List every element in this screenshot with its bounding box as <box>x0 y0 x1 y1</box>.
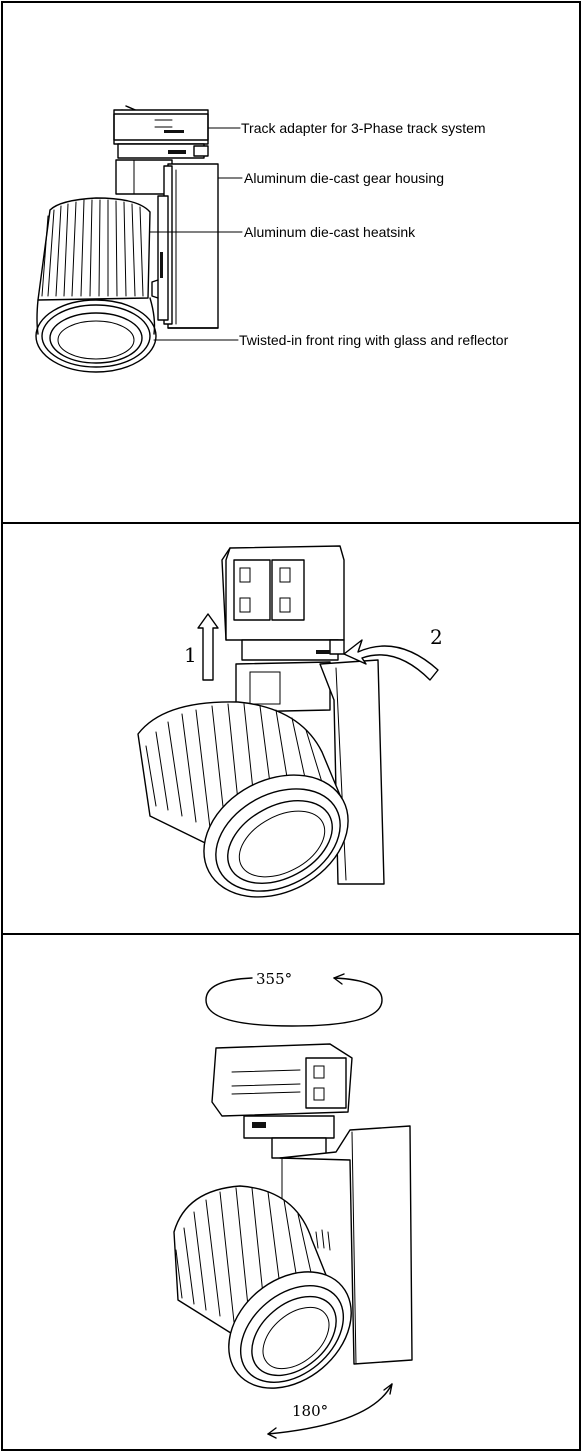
track-adapter-part <box>211 1043 353 1159</box>
spotlight-front-view <box>35 105 219 373</box>
callout-heatsink: Aluminum die-cast heatsink <box>244 224 416 240</box>
gear-housing-part <box>235 659 385 885</box>
step-1-up-arrow <box>197 613 219 681</box>
step-2-push-arrow <box>343 639 439 681</box>
front-ring-part <box>35 297 157 373</box>
front-ring-part <box>228 1271 352 1389</box>
rotation-horizontal-label: 355° <box>256 970 292 988</box>
callout-gear-housing: Aluminum die-cast gear housing <box>244 170 444 186</box>
spotlight-installation-view <box>137 545 385 898</box>
track-adapter-part <box>221 545 345 661</box>
track-adapter-part <box>113 105 209 159</box>
panel-3-rotation-diagram: 355° <box>173 970 413 1439</box>
callout-track-adapter: Track adapter for 3-Phase track system <box>241 120 486 136</box>
front-ring-part <box>203 774 349 898</box>
callout-leaders <box>149 127 243 341</box>
step-2-label: 2 <box>430 625 443 649</box>
heatsink-part <box>37 197 151 301</box>
spotlight-rotated-view <box>173 1043 413 1389</box>
vertical-rotation-indicator <box>267 1383 393 1439</box>
panel-2-installation-diagram: 1 2 <box>137 545 443 898</box>
step-1-label: 1 <box>184 643 197 667</box>
horizontal-rotation-indicator <box>205 973 383 1027</box>
callout-front-ring: Twisted-in front ring with glass and ref… <box>239 332 509 348</box>
callout-labels: Track adapter for 3-Phase track system A… <box>239 120 509 348</box>
gear-housing-part <box>115 159 219 329</box>
rotation-vertical-label: 180° <box>292 1402 328 1420</box>
panel-1-parts-diagram: Track adapter for 3-Phase track system A… <box>35 105 509 373</box>
